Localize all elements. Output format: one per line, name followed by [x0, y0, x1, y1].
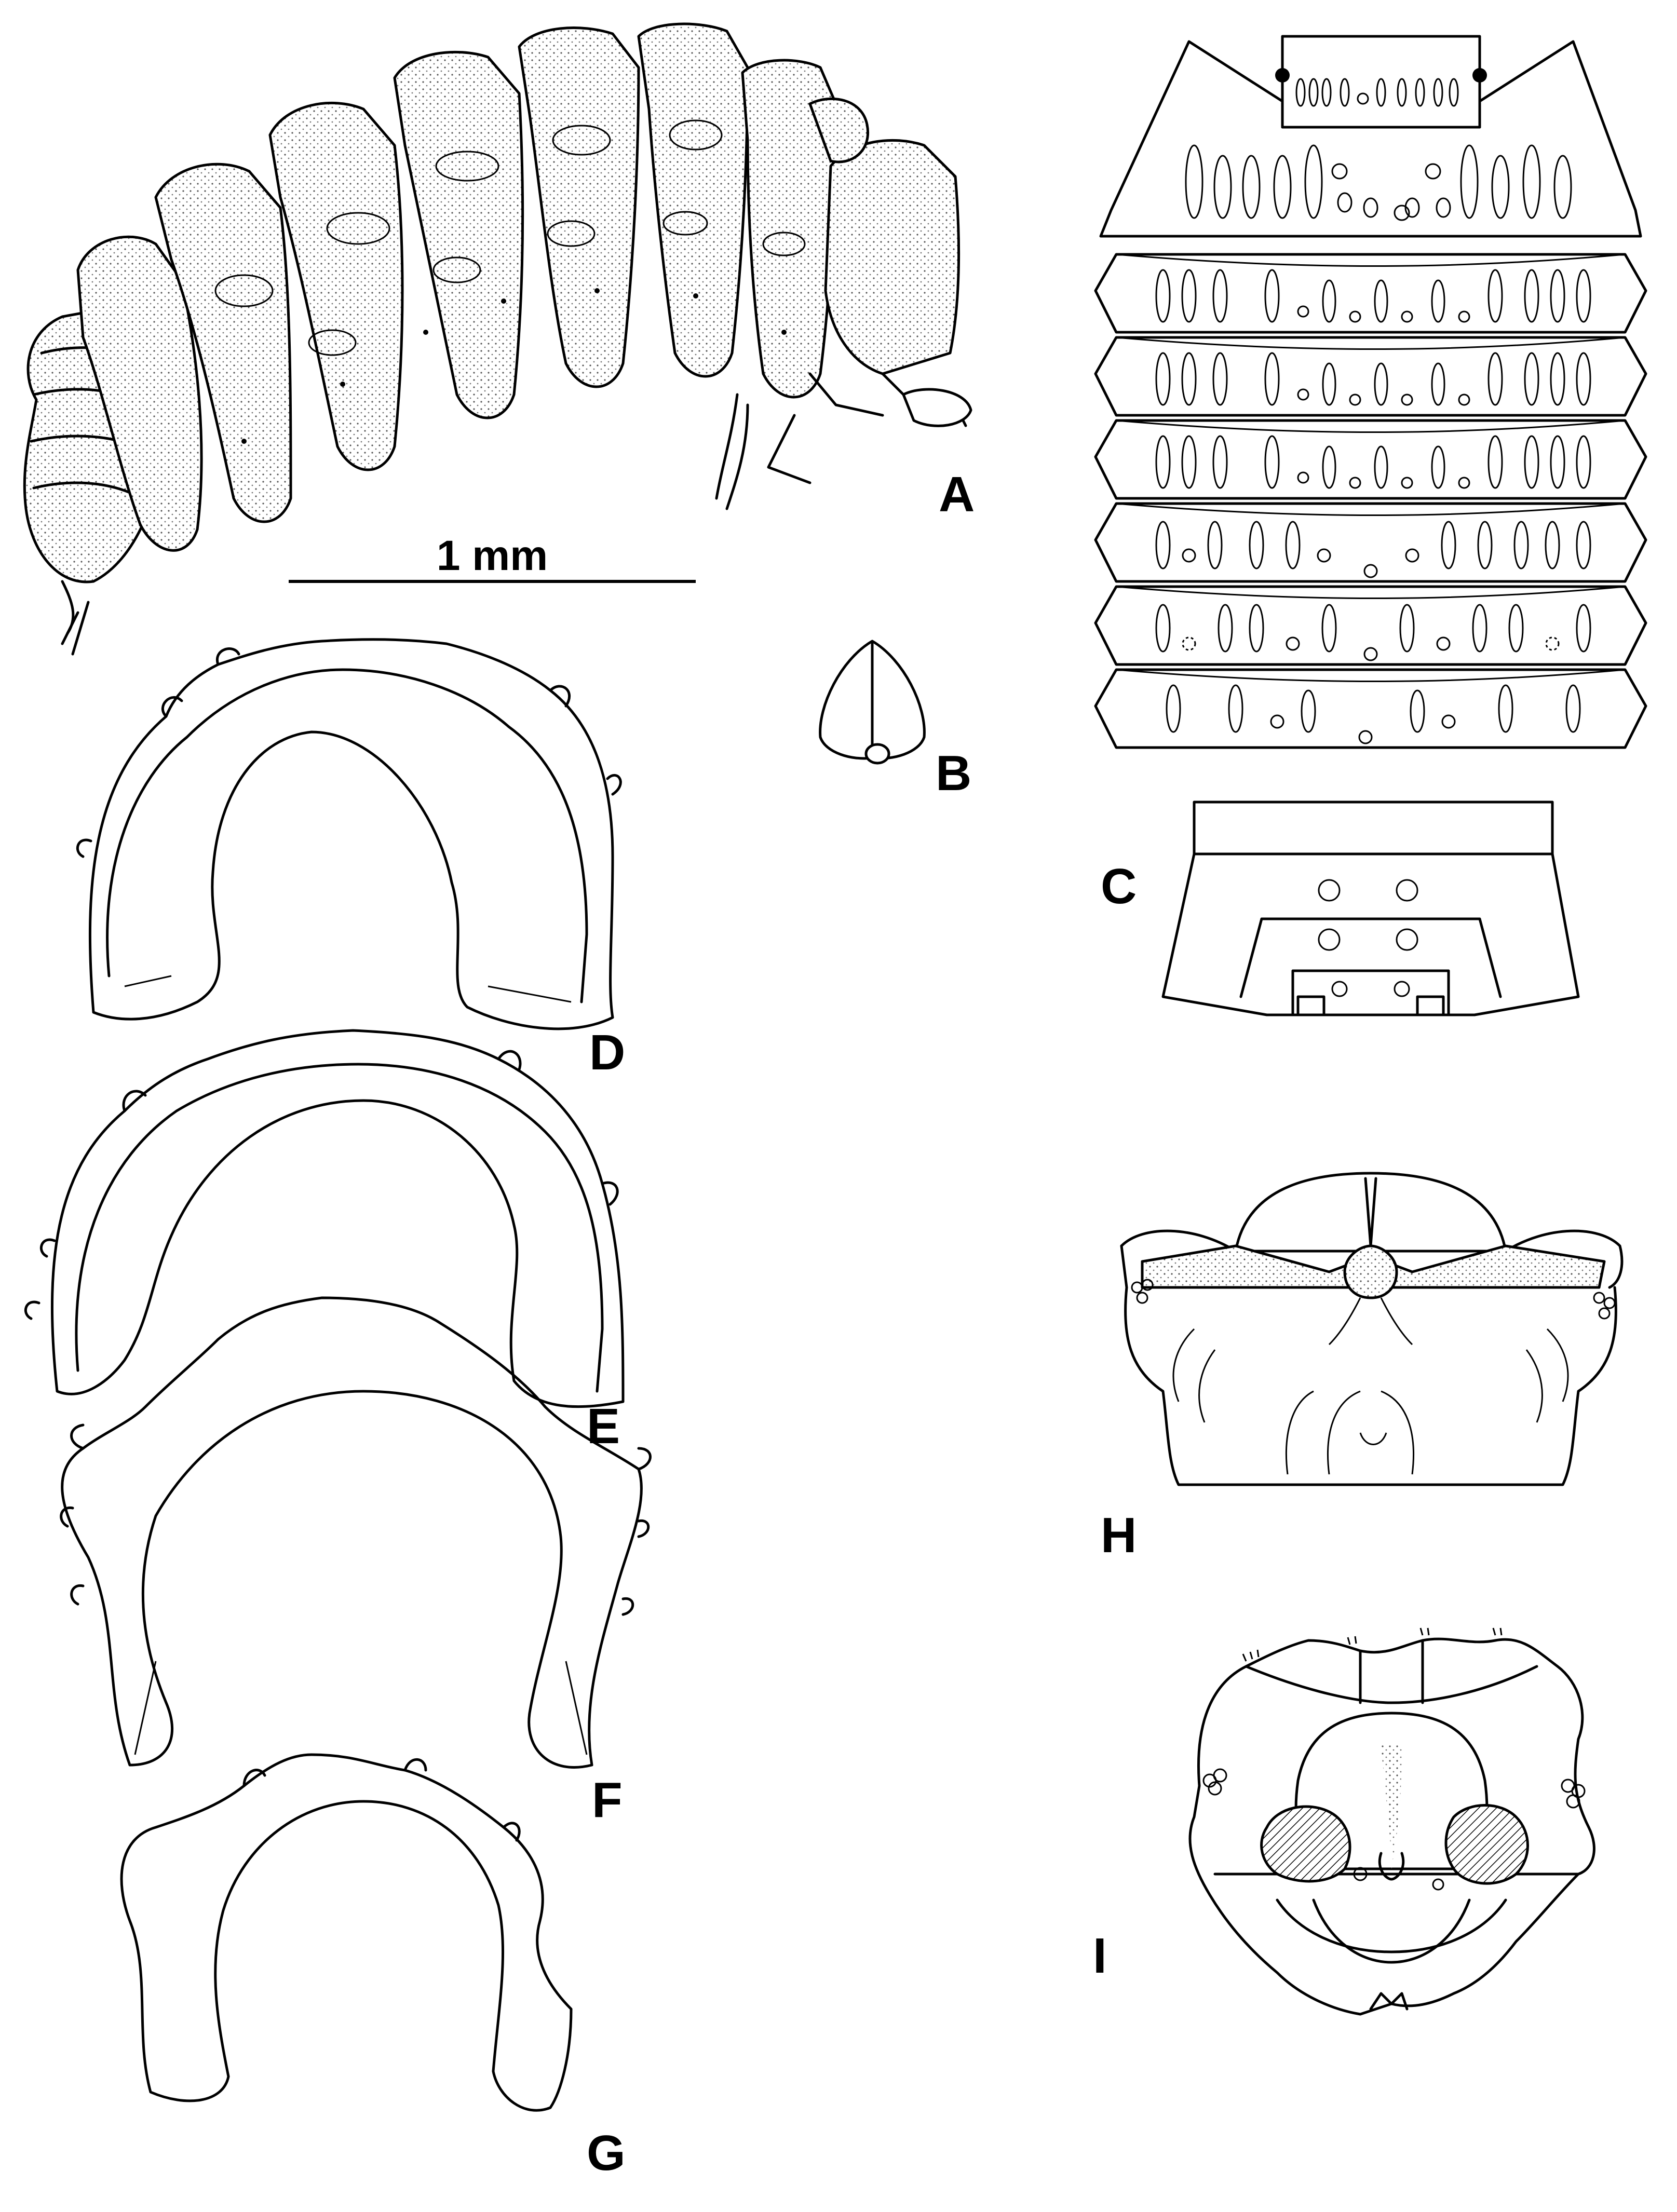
panel-label-c: C — [1101, 859, 1137, 914]
panel-c-dorsal-schematic — [1094, 35, 1647, 1016]
panel-i-drawing — [1188, 1627, 1595, 2016]
panel-label-g: G — [587, 2125, 626, 2181]
panel-d-outline — [76, 638, 622, 1030]
panel-b-drawing — [819, 640, 926, 765]
panel-label-h: H — [1101, 1508, 1137, 1563]
panel-label-b: B — [936, 745, 971, 801]
panel-label-d: D — [589, 1025, 625, 1080]
scale-bar: 1 mm — [289, 532, 696, 583]
body-rings — [1094, 253, 1647, 749]
panel-g-outline — [120, 1753, 573, 2112]
panel-a-habitus-drawing — [23, 22, 972, 656]
panel-h-drawing — [1120, 1172, 1624, 1486]
ring-windows — [1155, 269, 1591, 744]
panel-label-e: E — [587, 1399, 620, 1454]
panel-label-f: F — [592, 1772, 623, 1828]
scale-bar-label: 1 mm — [437, 532, 548, 579]
panel-f-outline — [60, 1296, 652, 1769]
panel-label-a: A — [939, 467, 975, 522]
panel-e-outline — [24, 1029, 625, 1408]
panel-label-i: I — [1093, 1928, 1107, 1984]
